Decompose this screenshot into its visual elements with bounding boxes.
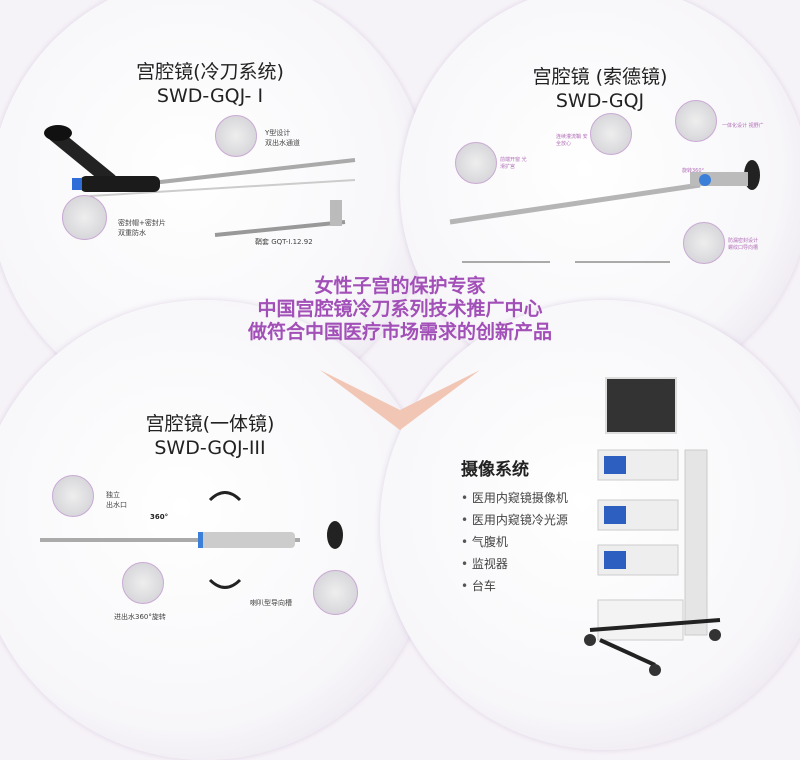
integrated-scope (40, 491, 343, 589)
label-tip: 前端开窗 光滑扩宫 (500, 157, 527, 170)
label-outlet: 独立出水口 (106, 491, 127, 509)
callout-tip (455, 142, 497, 184)
slogan-line: 中国宫腔镜冷刀系列技术推广中心 (257, 298, 543, 320)
callout-y-design (215, 115, 257, 157)
panel-1-title: 宫腔镜(冷刀系统)SWD-GQJ- I (136, 61, 284, 107)
callout-water-rotate (122, 562, 164, 604)
list-item: 医用内窥镜摄像机 (461, 487, 568, 509)
list-item: 监视器 (461, 553, 568, 575)
label-y-design: Y型设计双出水通道 (265, 129, 300, 147)
sode-scope (449, 160, 760, 263)
list-item: 台车 (461, 575, 568, 597)
panel-2-title: 宫腔镜 (索德镜)SWD-GQJ (532, 66, 668, 112)
label-water-rotate: 进出水360°旋转 (114, 613, 166, 621)
slogan: 女性子宫的保护专家 中国宫腔镜冷刀系列技术推广中心 做符合中国医疗市场需求的创新… (0, 275, 800, 344)
panel-3-title: 宫腔镜(一体镜)SWD-GQJ-III (145, 413, 275, 459)
cold-knife-scope (44, 125, 356, 237)
label-seal: 密封帽+密封片双重防水 (118, 219, 166, 237)
slogan-line: 做符合中国医疗市场需求的创新产品 (247, 321, 552, 343)
label-integrated: 一体化设计 视野广 (722, 123, 764, 129)
slogan-line: 女性子宫的保护专家 (314, 275, 486, 297)
camera-system-title: 摄像系统 (461, 460, 529, 480)
list-item: 医用内窥镜冷光源 (461, 509, 568, 531)
camera-system-list: 医用内窥镜摄像机 医用内窥镜冷光源 气腹机 监视器 台车 (461, 487, 568, 597)
label-sheath: 鞘套 GQT-I.12.92 (255, 238, 313, 246)
callout-seal-port (683, 222, 725, 264)
callout-integrated (675, 100, 717, 142)
hands-image (320, 370, 480, 430)
label-guide: 喇叭型导向槽 (250, 599, 292, 607)
callout-outlet (52, 475, 94, 517)
label-rotate: 旋转360° (682, 168, 705, 174)
callout-irrigation (590, 113, 632, 155)
callout-guide (313, 570, 358, 615)
label-seal-port: 防漏密封设计 螺纹口导向槽 (728, 238, 759, 251)
callout-seal (62, 195, 107, 240)
camera-cart (584, 377, 721, 676)
list-item: 气腹机 (461, 531, 568, 553)
label-irrigation: 连续灌流鞘 安全放心 (556, 134, 588, 147)
panel-camera-circle (380, 300, 800, 750)
instrument-drawings (40, 125, 760, 676)
panel-integrated-circle (0, 300, 435, 760)
label-360: 360° (150, 513, 169, 521)
